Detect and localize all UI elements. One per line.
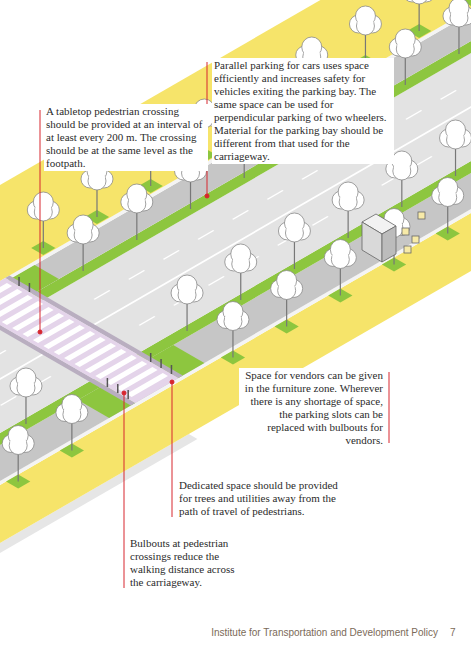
tree xyxy=(10,368,42,424)
tree xyxy=(171,275,203,331)
tree xyxy=(271,271,303,327)
tree-canopy-fill xyxy=(10,434,26,450)
bollards xyxy=(0,277,171,399)
far-parking xyxy=(0,0,471,619)
tree-canopy-fill xyxy=(129,192,145,208)
zebra-stripe xyxy=(12,307,54,331)
tree-canopy-fill xyxy=(394,159,410,175)
tree xyxy=(121,184,153,240)
callout-text: Space for vendors can be given in the fu… xyxy=(239,368,385,448)
bollard xyxy=(160,359,162,368)
lane-dash xyxy=(128,270,145,280)
lane-dash xyxy=(312,216,329,226)
trees xyxy=(2,0,471,482)
callout-text: Parallel parking for cars uses space eff… xyxy=(212,58,394,164)
zebra-stripe xyxy=(116,367,158,391)
lane-dash xyxy=(232,210,249,220)
tree-canopy-fill xyxy=(179,283,195,299)
footer-text: Institute for Transportation and Develop… xyxy=(211,627,438,639)
bollard xyxy=(107,378,109,387)
tree xyxy=(217,302,249,358)
zebra-stripe xyxy=(106,361,148,385)
tree xyxy=(378,209,410,265)
zebra-stripe xyxy=(64,337,106,361)
lane-dash xyxy=(0,350,6,360)
tree-canopy-fill xyxy=(451,6,467,22)
zebra-stripe xyxy=(74,343,116,367)
callout-text: A tabletop pedestrian crossing should be… xyxy=(44,104,208,171)
tree xyxy=(403,0,435,31)
lane-dash xyxy=(405,110,422,120)
tree-canopy-fill xyxy=(75,223,91,239)
lane-dash xyxy=(94,290,111,300)
tree xyxy=(225,244,257,300)
tree-canopy-fill xyxy=(340,190,356,206)
zebra-stripe xyxy=(43,325,85,349)
callout-text: Dedicated space should be provided for t… xyxy=(177,478,353,519)
tree xyxy=(349,6,381,62)
far-green-strip xyxy=(0,0,471,625)
zebra-stripe xyxy=(2,301,44,325)
lane-dash xyxy=(0,396,17,406)
lane-dash xyxy=(163,250,180,260)
tree-canopy-fill xyxy=(35,200,51,216)
zebra-stripe xyxy=(23,313,65,337)
tree-canopy-fill xyxy=(18,376,34,392)
tree-canopy-fill xyxy=(279,279,295,295)
tree xyxy=(440,120,471,176)
lane-dash xyxy=(208,276,225,286)
bollard xyxy=(127,390,129,399)
tree xyxy=(332,182,364,238)
tree xyxy=(443,0,471,54)
tree xyxy=(324,240,356,296)
bollard xyxy=(29,283,31,292)
tree xyxy=(2,426,34,482)
bollard xyxy=(171,365,173,374)
callout-text: Bulbouts at pedestrian crossings reduce … xyxy=(128,536,244,590)
zebra-stripe xyxy=(33,319,75,343)
tree xyxy=(432,178,464,234)
tree-pits xyxy=(0,0,471,489)
tree-canopy xyxy=(410,0,428,4)
tree-canopy-fill xyxy=(397,37,413,53)
bollard xyxy=(150,353,152,362)
tree-canopy-fill xyxy=(440,186,456,202)
lane-dash xyxy=(440,90,457,100)
tree-canopy-fill xyxy=(233,252,249,268)
tree-canopy-fill xyxy=(89,169,105,185)
bollard xyxy=(18,277,20,286)
tree-trunk xyxy=(419,0,420,31)
footer-text: 7 xyxy=(450,627,456,639)
lane-dash xyxy=(416,156,433,166)
zebra-stripe xyxy=(85,349,127,373)
tree-canopy-fill xyxy=(225,310,241,326)
zebra-stripes xyxy=(0,283,168,397)
zebra-stripe xyxy=(95,355,137,379)
zebra-stripe xyxy=(54,331,96,355)
tree xyxy=(56,395,88,451)
tabletop-crossing xyxy=(0,278,178,403)
tree-canopy-fill xyxy=(448,128,464,144)
far-curb xyxy=(0,0,471,605)
zebra-stripe xyxy=(126,373,168,397)
tree xyxy=(278,213,310,269)
bollard xyxy=(117,384,119,393)
tree-canopy-fill xyxy=(332,248,348,264)
tree-canopy-fill xyxy=(357,14,373,30)
vendor-kiosk xyxy=(362,212,425,262)
far-footpath xyxy=(0,0,471,603)
lane-dash xyxy=(301,170,318,180)
lane-dash xyxy=(139,316,156,326)
tree xyxy=(27,192,59,248)
tree-canopy-fill xyxy=(286,221,302,237)
tree xyxy=(389,29,421,85)
lane-dash xyxy=(197,230,214,240)
tree-canopy-fill xyxy=(64,403,80,419)
tree xyxy=(67,215,99,271)
lane-dash xyxy=(267,190,284,200)
